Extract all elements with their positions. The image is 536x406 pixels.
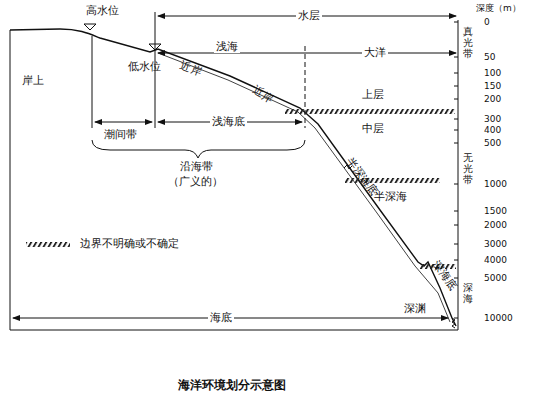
axis-title: 深度（m） [476, 3, 521, 14]
legend-hatch [26, 242, 70, 247]
depth-value: 1000 [484, 179, 507, 190]
depth-value: 300 [484, 114, 501, 125]
zone-label: 深渊 [404, 302, 426, 315]
zone-label: 近岸 [178, 59, 203, 79]
depth-value: 1500 [484, 206, 507, 217]
zone-band-label: 深海 [463, 282, 473, 304]
depth-value: 2000 [484, 220, 507, 231]
depth-value: 4000 [484, 255, 507, 266]
zone-label: 大洋 [362, 46, 388, 59]
zone-label: 岸上 [22, 74, 44, 87]
legend-text: 边界不明确或不确定 [80, 237, 179, 250]
depth-value: 0 [484, 17, 490, 28]
zone-label: （广义的） [168, 175, 223, 188]
depth-value: 100 [484, 68, 501, 79]
water-level-label: 低水位 [128, 60, 161, 73]
depth-value: 400 [484, 125, 501, 136]
zone-label: 海底 [208, 311, 234, 324]
zone-label: 浅海底 [210, 115, 247, 128]
depth-value: 150 [484, 81, 501, 92]
depth-value: 10000 [484, 313, 513, 324]
zone-band-label: 无光带 [463, 152, 473, 185]
water-level-label: 高水位 [84, 4, 121, 17]
zone-label: 中层 [362, 122, 384, 135]
zone-band-label: 真光带 [463, 26, 473, 59]
caption: 海洋环境划分示意图 [178, 378, 286, 392]
zone-label: 半深海 [374, 190, 407, 203]
zone-label: 上层 [362, 88, 384, 101]
zone-label: 近岸 [250, 84, 276, 106]
zone-label: 浅海 [214, 40, 240, 53]
depth-value: 500 [484, 138, 501, 149]
depth-value: 200 [484, 94, 501, 105]
zone-label: 沿海带 [180, 160, 213, 173]
depth-value: 50 [484, 52, 495, 63]
depth-value: 5000 [484, 273, 507, 284]
zone-label: 潮间带 [104, 128, 137, 141]
depth-value: 3000 [484, 239, 507, 250]
zone-label: 水层 [296, 9, 322, 22]
